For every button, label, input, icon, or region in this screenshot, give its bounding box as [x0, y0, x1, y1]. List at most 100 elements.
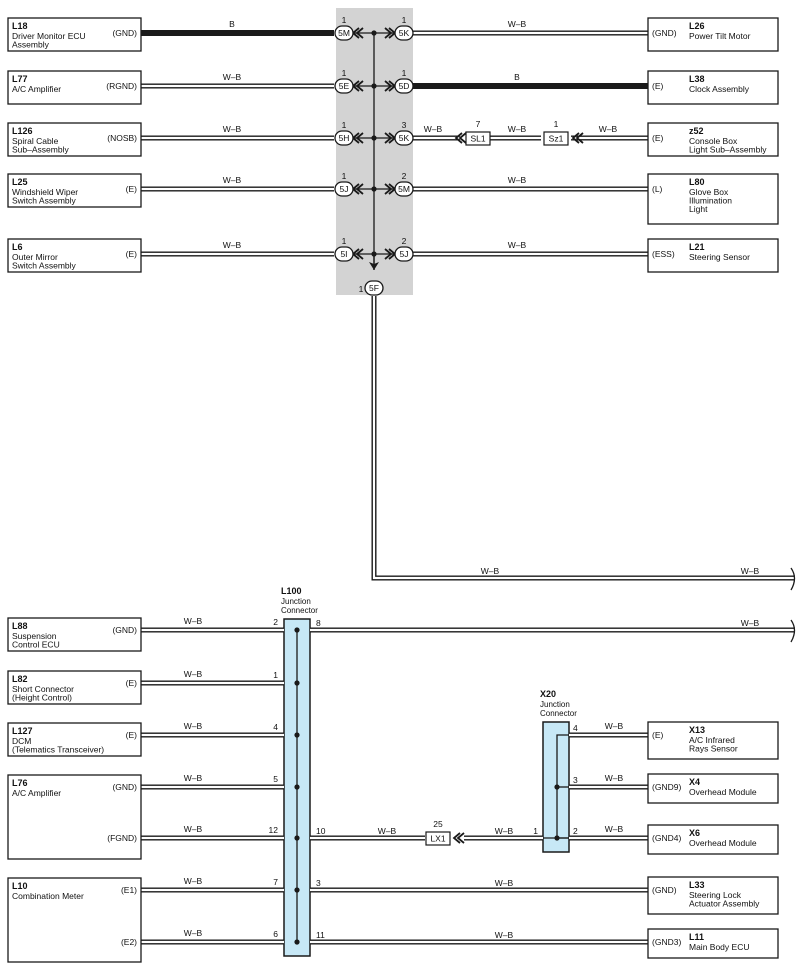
- l100-dot-5: [294, 887, 300, 893]
- left-component-l18-line-1: Assembly: [12, 40, 50, 50]
- left-component-l6-line-0: Outer Mirror: [12, 252, 58, 262]
- splice-pin-left-3: 1: [342, 171, 347, 181]
- wire-color-left-1: W–B: [223, 72, 242, 82]
- right-component-l11-line-0: Main Body ECU: [689, 942, 749, 952]
- left-component-l76: [7, 774, 142, 860]
- splice-chev-left-3-b: [355, 183, 364, 195]
- break-mark-1: [790, 567, 796, 591]
- splice-conn-left-2: [334, 130, 354, 146]
- junction-l100-line-0: Junction: [281, 597, 311, 606]
- right-component-l80-line-1: Illumination: [689, 196, 732, 206]
- splice-dot-1: [371, 83, 377, 89]
- splice-dot-2: [371, 135, 377, 141]
- l100-left-pin-2: 4: [273, 722, 278, 732]
- left-component-l88-line-0: Suspension: [12, 631, 57, 641]
- splice-pin-left-2: 1: [342, 120, 347, 130]
- right-component-l26-code: L26: [689, 21, 705, 31]
- wire-color-5f-a: W–B: [481, 566, 500, 576]
- splice-conn-left-1-label: 5E: [339, 81, 350, 91]
- left-component-l18-line-0: Driver Monitor ECU: [12, 31, 86, 41]
- right-component-l80-line-2: Light: [689, 204, 708, 214]
- splice-pin-bottom: 1: [359, 284, 364, 294]
- left-pin-2: (NOSB): [107, 133, 137, 143]
- wire-color-right-c-2: W–B: [599, 124, 618, 134]
- right-component-l38-code: L38: [689, 74, 705, 84]
- l100-right-pin-3: 3: [316, 878, 321, 888]
- wire-5f-run: [371, 296, 795, 581]
- right-component-z52-line-0: Console Box: [689, 136, 738, 146]
- left-component-l126-line-1: Sub–Assembly: [12, 145, 69, 155]
- l100-right-pin-8: 8: [316, 618, 321, 628]
- splice-conn-right-3-label: 5M: [398, 184, 410, 194]
- left-component-l127-code: L127: [12, 726, 33, 736]
- splice-conn-left-2-label: 5H: [339, 133, 350, 143]
- inline-pin-sz1: 1: [554, 119, 559, 129]
- junction-l100-code: L100: [281, 586, 302, 596]
- right-component-z52: [647, 122, 779, 157]
- splice-conn-bottom-label: 5F: [369, 283, 379, 293]
- left-component-l18: [7, 17, 142, 52]
- wire-color-right-b-2: W–B: [508, 124, 527, 134]
- wire-color-left-4: W–B: [223, 240, 242, 250]
- right-pin-4: (ESS): [652, 249, 675, 259]
- left-component-l77-code: L77: [12, 74, 28, 84]
- right-pin-1: (E): [652, 81, 664, 91]
- right-component-l38-line-0: Clock Assembly: [689, 84, 750, 94]
- splice-pin-left-1: 1: [342, 68, 347, 78]
- x20-dot-2: [554, 835, 560, 841]
- left-pin-4: (E): [126, 249, 138, 259]
- right-component-l80: [647, 173, 779, 225]
- inline-pin-lx1: 25: [433, 819, 443, 829]
- inline-conn-sl1: [465, 131, 491, 146]
- l100-left-pin-4: 12: [269, 825, 279, 835]
- splice-conn-right-0-label: 5K: [399, 28, 410, 38]
- inline-conn-sz1: [543, 131, 569, 146]
- l100-left-pin-1: 1: [273, 670, 278, 680]
- left-component-l76-line-0: A/C Amplifier: [12, 788, 61, 798]
- right-component-x13-code: X13: [689, 725, 705, 735]
- right-component-z52-line-1: Light Sub–Assembly: [689, 145, 767, 155]
- l100-left-pin-3: 5: [273, 774, 278, 784]
- wire-color-right-4: W–B: [508, 240, 527, 250]
- left-component-l10: [7, 877, 142, 963]
- right-component-z52-code: z52: [689, 126, 704, 136]
- junction-x20-line-0: Junction: [540, 700, 570, 709]
- left-pin-1: (RGND): [106, 81, 137, 91]
- right-component-x4: [647, 773, 779, 804]
- x20-right-pin-1: 3: [573, 775, 578, 785]
- left-component-l127-line-0: DCM: [12, 736, 31, 746]
- splice-conn-left-0-label: 5M: [338, 28, 350, 38]
- left-component-l6-code: L6: [12, 242, 23, 252]
- splice-chev-left-0-b: [355, 27, 364, 39]
- l100-dot-6: [294, 939, 300, 945]
- splice-conn-right-3: [394, 181, 414, 197]
- x20-wire-color-0: W–B: [605, 721, 624, 731]
- splice-conn-right-1: [394, 78, 414, 94]
- l100-left-pin-5: 7: [273, 877, 278, 887]
- left-component-l88-line-1: Control ECU: [12, 640, 60, 650]
- splice-chev-right-4-b: [384, 248, 393, 260]
- l100-left-pin-0: 2: [273, 617, 278, 627]
- low-left-pin-6: (E2): [121, 937, 137, 947]
- l100-dot-1: [294, 680, 300, 686]
- splice-conn-right-2: [394, 130, 414, 146]
- left-component-l25-line-0: Windshield Wiper: [12, 187, 78, 197]
- junction-l100-line-1: Connector: [281, 606, 318, 615]
- right-component-x6-code: X6: [689, 828, 700, 838]
- splice-chev-left-2-b: [355, 132, 364, 144]
- l100-dot-0: [294, 627, 300, 633]
- low-wire-color-3: W–B: [495, 878, 514, 888]
- right-component-x13-line-0: A/C Infrared: [689, 735, 735, 745]
- right-component-l80-code: L80: [689, 177, 705, 187]
- splice-conn-left-4: [334, 246, 354, 262]
- inline-conn-sl1-label: SL1: [470, 134, 485, 144]
- low-wire-color-left-5: W–B: [184, 876, 203, 886]
- left-pin-0: (GND): [112, 28, 137, 38]
- l100-dot-4: [294, 835, 300, 841]
- low-wire-color-10: W–B: [378, 826, 397, 836]
- left-component-l25: [7, 173, 142, 208]
- left-component-l77-line-0: A/C Amplifier: [12, 84, 61, 94]
- splice-chev-left-1-b: [355, 80, 364, 92]
- left-component-l25-code: L25: [12, 177, 28, 187]
- right-component-l80-line-0: Glove Box: [689, 187, 729, 197]
